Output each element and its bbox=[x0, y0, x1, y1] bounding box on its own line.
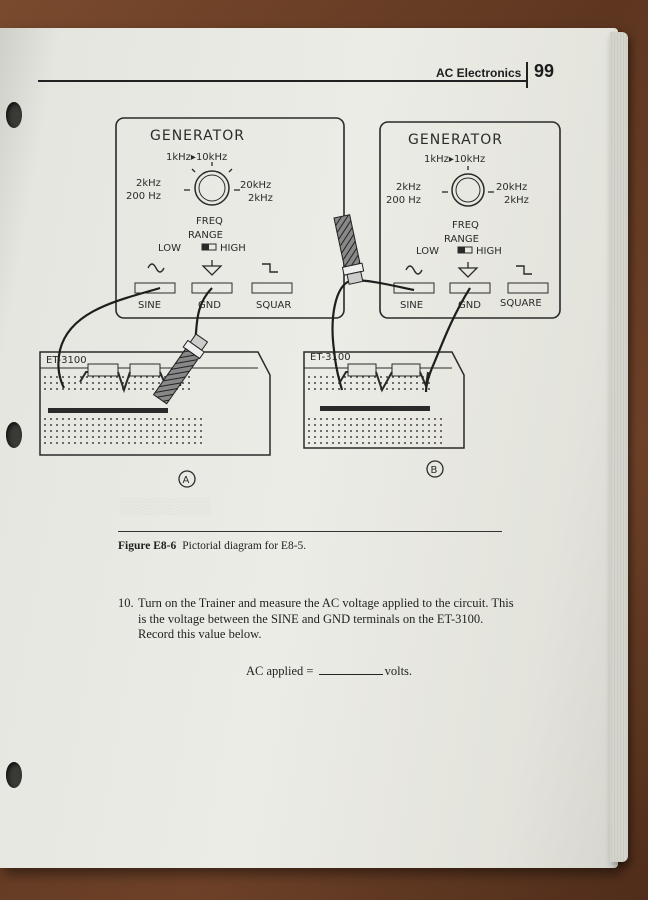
measurement-blank[interactable] bbox=[318, 664, 383, 675]
step-text: Turn on the Trainer and measure the AC v… bbox=[138, 596, 514, 641]
ground-icon bbox=[201, 260, 223, 276]
binder-hole bbox=[6, 102, 22, 128]
freq-label: FREQ bbox=[452, 220, 479, 231]
range-right-top-label: 20kHz bbox=[496, 182, 527, 193]
resistor-icon bbox=[391, 363, 421, 377]
figure-caption-text: Pictorial diagram for E8-5. bbox=[182, 540, 307, 552]
diagram-a: GENERATOR 1kHz▸10kHz 2kHz 200 Hz 20kHz 2… bbox=[39, 117, 345, 488]
sine-wave-icon bbox=[405, 265, 423, 275]
square-terminal bbox=[251, 282, 293, 294]
marker-b-label: B bbox=[431, 465, 438, 476]
range-right-bottom-label: 2kHz bbox=[504, 195, 529, 206]
binder-hole bbox=[6, 422, 22, 448]
step-number: 10. bbox=[118, 596, 134, 610]
freq-label: FREQ bbox=[196, 216, 223, 227]
diagram-b: GENERATOR 1kHz▸10kHz 2kHz 200 Hz 20kHz 2… bbox=[303, 121, 561, 478]
square-wave-icon bbox=[262, 263, 278, 273]
scope-probe-icon bbox=[333, 214, 365, 285]
range-top-label: 1kHz▸10kHz bbox=[166, 152, 227, 163]
breadboard-channel bbox=[48, 408, 168, 413]
high-label: HIGH bbox=[476, 246, 502, 257]
gnd-label: GND bbox=[458, 300, 481, 311]
measurement-line: AC applied = volts. bbox=[246, 664, 412, 679]
range-left-bottom-label: 200 Hz bbox=[386, 195, 421, 206]
caption-rule bbox=[118, 531, 502, 532]
measurement-unit: volts. bbox=[384, 664, 413, 678]
header-rule bbox=[38, 80, 526, 82]
figure-id: Figure E8-6 bbox=[118, 540, 177, 552]
range-left-top-label: 2kHz bbox=[396, 182, 421, 193]
figure-caption: Figure E8-6 Pictorial diagram for E8-5. bbox=[118, 540, 306, 552]
gnd-terminal bbox=[191, 282, 233, 294]
generator-panel-a bbox=[115, 117, 345, 319]
trainer-label: ET-3100 bbox=[310, 352, 351, 363]
page-stack-edge bbox=[610, 32, 628, 862]
marker-b bbox=[426, 460, 444, 478]
range-right-top-label: 20kHz bbox=[240, 180, 271, 191]
low-label: LOW bbox=[158, 243, 181, 254]
square-terminal bbox=[507, 282, 549, 294]
square-label: SQUARE bbox=[500, 298, 542, 309]
high-label: HIGH bbox=[220, 243, 246, 254]
square-label: SQUAR bbox=[256, 300, 291, 311]
procedure-step: 10. Turn on the Trainer and measure the … bbox=[118, 596, 518, 643]
range-left-top-label: 2kHz bbox=[136, 178, 161, 189]
generator-title: GENERATOR bbox=[408, 132, 503, 148]
range-left-bottom-label: 200 Hz bbox=[126, 191, 161, 202]
low-label: LOW bbox=[416, 246, 439, 257]
gnd-terminal bbox=[449, 282, 491, 294]
range-label: RANGE bbox=[188, 230, 223, 241]
header-separator bbox=[526, 62, 528, 88]
marker-a bbox=[178, 470, 196, 488]
generator-title: GENERATOR bbox=[150, 128, 245, 144]
sine-label: SINE bbox=[138, 300, 161, 311]
resistor-icon bbox=[129, 363, 161, 377]
sine-wave-icon bbox=[147, 263, 165, 273]
trainer-board-b bbox=[303, 351, 465, 449]
test-lead bbox=[57, 286, 161, 389]
test-lead bbox=[424, 287, 471, 393]
range-right-bottom-label: 2kHz bbox=[248, 193, 273, 204]
ground-icon bbox=[457, 262, 479, 278]
pictorial-diagram: GENERATOR 1kHz▸10kHz 2kHz 200 Hz 20kHz 2… bbox=[39, 117, 561, 488]
range-label: RANGE bbox=[444, 234, 479, 245]
trainer-label: ET-3100 bbox=[46, 355, 87, 366]
running-header: AC Electronics bbox=[436, 66, 522, 80]
sine-label: SINE bbox=[400, 300, 423, 311]
range-top-label: 1kHz▸10kHz bbox=[424, 154, 485, 165]
bleed-through: ░░░░░░░░ bbox=[120, 498, 211, 515]
binder-hole bbox=[6, 762, 22, 788]
square-wave-icon bbox=[516, 265, 532, 275]
measurement-label: AC applied = bbox=[246, 664, 314, 678]
frequency-knob-icon bbox=[442, 166, 494, 207]
test-lead bbox=[331, 278, 415, 391]
page-number: 99 bbox=[534, 61, 555, 81]
marker-a-label: A bbox=[183, 475, 190, 486]
trainer-board-a bbox=[39, 351, 271, 456]
resistor-icon bbox=[87, 363, 119, 377]
frequency-knob-icon bbox=[184, 162, 240, 206]
breadboard-channel bbox=[320, 406, 430, 411]
resistor-icon bbox=[347, 363, 377, 377]
generator-panel-b bbox=[379, 121, 561, 319]
sine-terminal bbox=[134, 282, 176, 294]
scope-probe-icon bbox=[152, 333, 209, 405]
sine-terminal bbox=[393, 282, 435, 294]
gnd-label: GND bbox=[198, 300, 221, 311]
